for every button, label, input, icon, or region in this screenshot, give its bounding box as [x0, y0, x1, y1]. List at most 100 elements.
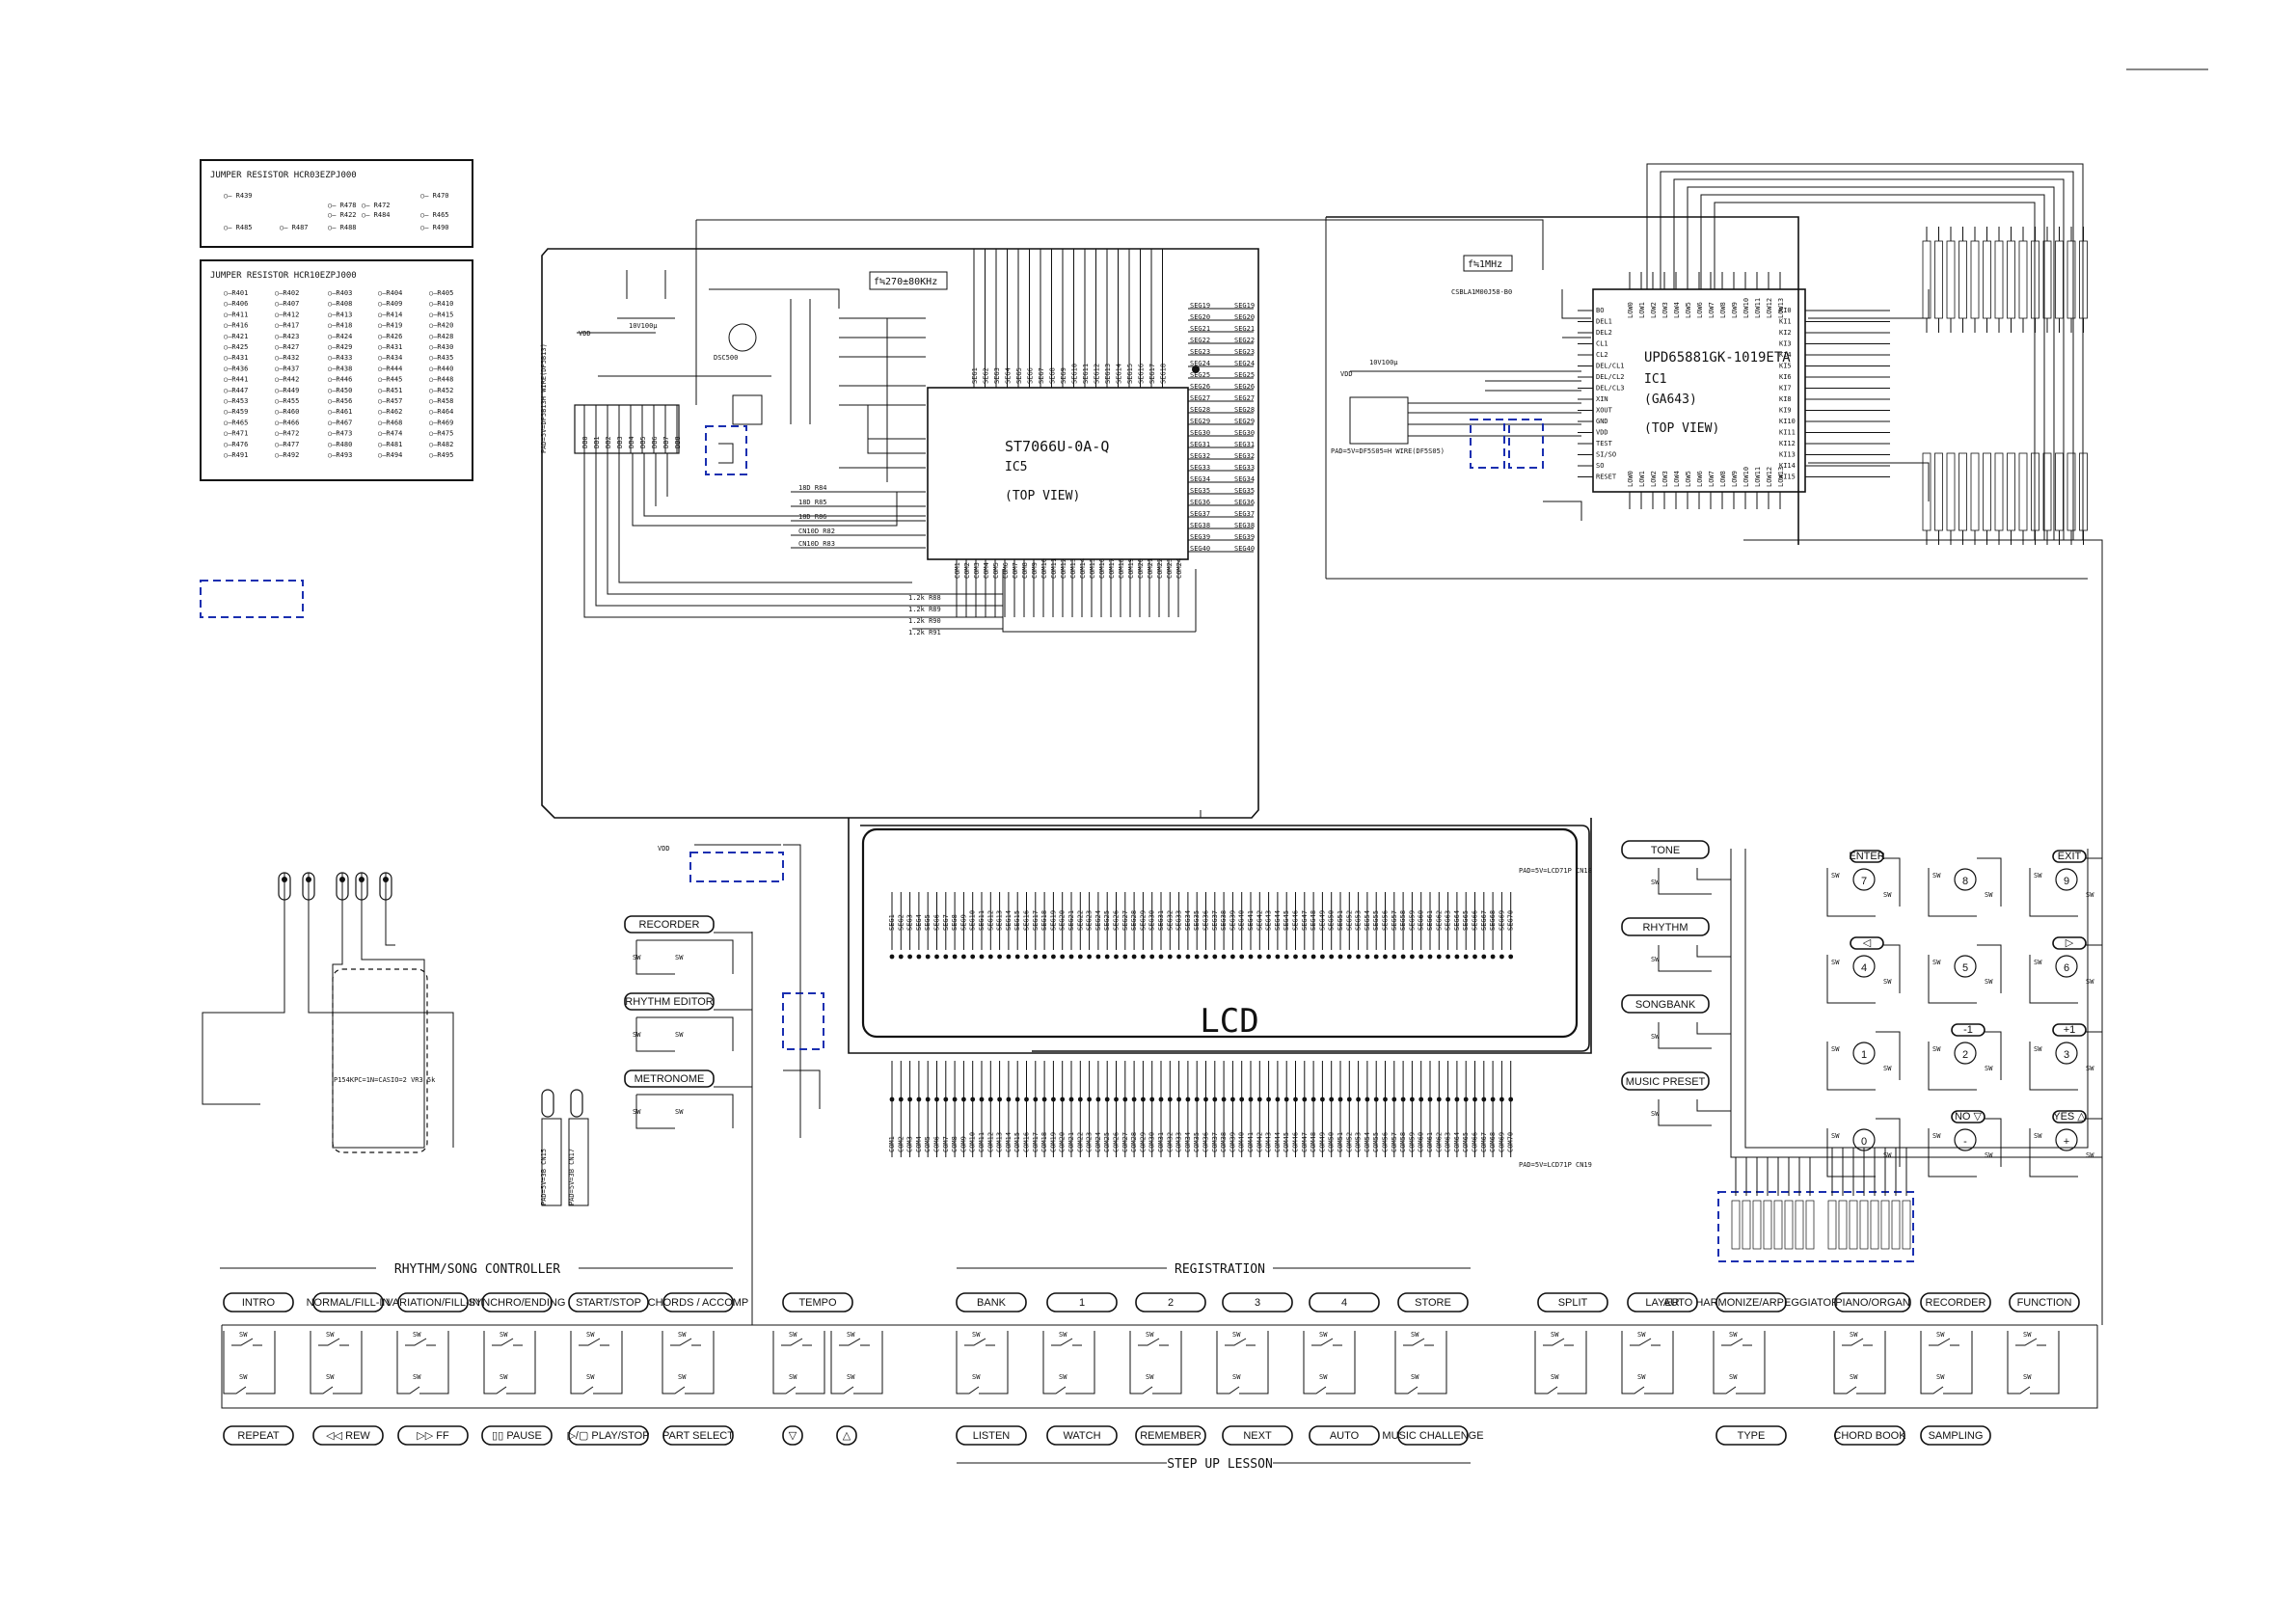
button-label: NORMAL/FILL-IN [307, 1297, 391, 1309]
svg-text:SEG39: SEG39 [1190, 533, 1210, 541]
jumper-2-item: ○—R418 [328, 322, 352, 330]
button-10[interactable] [1222, 1292, 1293, 1313]
button-17[interactable] [1920, 1292, 1991, 1313]
svg-text:COM65: COM65 [1462, 1132, 1470, 1152]
button-13[interactable] [1397, 1425, 1469, 1446]
keypad-key-5 [2055, 955, 2078, 978]
svg-text:SEG22: SEG22 [1190, 337, 1210, 344]
button-6[interactable] [782, 1425, 803, 1446]
svg-text:SW: SW [2023, 1373, 2032, 1381]
svg-text:SW: SW [1729, 1373, 1738, 1381]
jumper-2-item: ○—R457 [378, 397, 402, 405]
svg-text:COM31: COM31 [1157, 1132, 1165, 1152]
button-12[interactable] [1309, 1425, 1380, 1446]
label-box-2 [624, 1069, 715, 1088]
ic5-chip: ST7066U-0A-Q IC5 (TOP VIEW) f≒270±80KHz … [869, 249, 1255, 617]
button-11[interactable] [1309, 1292, 1380, 1313]
svg-text:COM53: COM53 [1355, 1132, 1363, 1152]
button-2[interactable] [397, 1425, 469, 1446]
button-4[interactable] [568, 1292, 649, 1313]
button-16[interactable] [1920, 1425, 1991, 1446]
svg-text:SW: SW [2086, 891, 2094, 899]
svg-text:COM21: COM21 [1147, 558, 1154, 579]
jumper-2-item: ○—R451 [378, 387, 402, 394]
keypad-key-3 [1852, 955, 1876, 978]
button-13[interactable] [1537, 1292, 1608, 1313]
svg-text:SW: SW [972, 1331, 981, 1339]
svg-text:SEG6: SEG6 [933, 914, 941, 931]
svg-text:SW: SW [2034, 872, 2042, 880]
button-6[interactable] [782, 1292, 853, 1313]
button-5[interactable] [662, 1292, 734, 1313]
lcd-module: LCD PAD=5V=LCD71P CN18 PAD=5V=LCD71P CN1… [848, 818, 1592, 1169]
button-11[interactable] [1222, 1425, 1293, 1446]
button-15[interactable] [1715, 1292, 1787, 1313]
svg-text:COM61: COM61 [1426, 1132, 1434, 1152]
svg-text:SW: SW [1059, 1373, 1067, 1381]
keypad-tag: EXIT [2058, 851, 2082, 862]
svg-text:SW: SW [1985, 1151, 1993, 1159]
button-3[interactable] [481, 1292, 553, 1313]
jumper-1-item: ○— R488 [328, 224, 357, 231]
button-label: SAMPLING [1929, 1430, 1984, 1442]
svg-text:SEG32: SEG32 [1166, 910, 1174, 931]
svg-text:COM40: COM40 [1238, 1132, 1246, 1152]
jumper-2-item: ○—R428 [429, 333, 453, 340]
button-12[interactable] [1397, 1292, 1469, 1313]
svg-text:SEG4: SEG4 [1005, 367, 1013, 384]
jumper-2-item: ○—R440 [429, 365, 453, 372]
svg-text:COM57: COM57 [1391, 1132, 1398, 1152]
svg-text:SW: SW [1932, 959, 1941, 966]
mode-label-3 [1621, 1071, 1710, 1091]
svg-text:SEG14: SEG14 [1116, 364, 1123, 384]
jumper-2-item: ○—R461 [328, 408, 352, 416]
svg-text:SEG41: SEG41 [1247, 910, 1255, 931]
ic5-view: (TOP VIEW) [1005, 489, 1080, 503]
svg-text:COM38: COM38 [1220, 1132, 1228, 1152]
jumper-2-item: ○—R401 [224, 289, 248, 297]
button-14[interactable] [1627, 1292, 1698, 1313]
svg-text:COM25: COM25 [1103, 1132, 1111, 1152]
button-8[interactable] [1046, 1292, 1118, 1313]
button-5[interactable] [662, 1425, 734, 1446]
svg-text:SEG65: SEG65 [1462, 910, 1470, 931]
button-15[interactable] [1834, 1425, 1905, 1446]
button-9[interactable] [1046, 1425, 1118, 1446]
button-18[interactable] [2009, 1292, 2080, 1313]
button-8[interactable] [956, 1425, 1027, 1446]
button-label: 3 [1255, 1297, 1260, 1309]
jumper-2-item: ○—R412 [275, 311, 299, 318]
svg-text:SW: SW [2086, 1065, 2094, 1072]
svg-text:10V100μ: 10V100μ [629, 322, 658, 330]
button-label: PIANO/ORGAN [1835, 1297, 1910, 1309]
svg-text:SEG25: SEG25 [1190, 371, 1210, 379]
button-9[interactable] [1135, 1292, 1206, 1313]
svg-text:LOW10: LOW10 [1742, 467, 1750, 487]
button-7[interactable] [956, 1292, 1027, 1313]
svg-text:COM51: COM51 [1337, 1132, 1344, 1152]
svg-text:SW: SW [1637, 1331, 1646, 1339]
button-7[interactable] [836, 1425, 857, 1446]
svg-text:COM15: COM15 [1013, 1132, 1021, 1152]
button-label: TYPE [1738, 1430, 1766, 1442]
button-2[interactable] [397, 1292, 469, 1313]
svg-text:SEG40: SEG40 [1190, 545, 1210, 553]
button-4[interactable] [568, 1425, 649, 1446]
button-1[interactable] [312, 1425, 384, 1446]
svg-text:SEG54: SEG54 [1364, 910, 1371, 931]
button-0[interactable] [223, 1425, 294, 1446]
button-3[interactable] [481, 1425, 553, 1446]
button-0[interactable] [223, 1292, 294, 1313]
svg-text:KI1: KI1 [1779, 318, 1792, 326]
jumper-2-item: ○—R467 [328, 419, 352, 426]
svg-text:SEG56: SEG56 [1382, 910, 1390, 931]
svg-text:DB4: DB4 [628, 436, 635, 448]
button-10[interactable] [1135, 1425, 1206, 1446]
svg-text:SEG4: SEG4 [915, 914, 923, 931]
button-1[interactable] [312, 1292, 384, 1313]
button-16[interactable] [1834, 1292, 1911, 1313]
jumper-2-item: ○—R455 [275, 397, 299, 405]
svg-text:COM49: COM49 [1318, 1132, 1326, 1152]
button-14[interactable] [1715, 1425, 1787, 1446]
svg-text:SEG2: SEG2 [983, 367, 990, 384]
